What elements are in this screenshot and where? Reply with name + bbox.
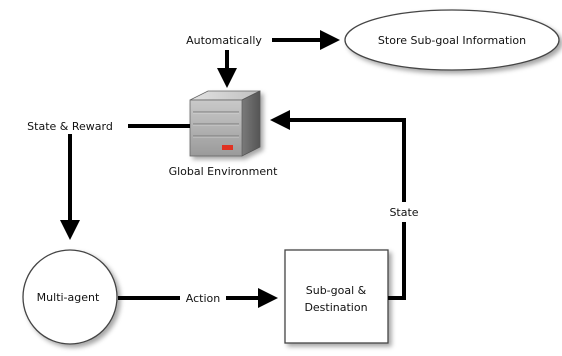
server-icon (189, 90, 261, 157)
store-subgoal-label: Store Sub-goal Information (378, 34, 526, 47)
subgoal-destination-node: Sub-goal & Destination (284, 249, 389, 344)
multi-agent-circle (22, 249, 118, 345)
automatically-label: Automatically (186, 34, 262, 47)
state-label: State (389, 206, 418, 219)
action-label: Action (186, 292, 220, 305)
global-environment-node: Global Environment (169, 90, 279, 178)
multi-agent-node: Multi-agent (22, 249, 118, 345)
subgoal-label-line1: Sub-goal & (306, 284, 367, 297)
server-status-indicator (222, 145, 233, 150)
edge-state-reward (60, 124, 190, 240)
store-subgoal-ellipse (344, 9, 560, 71)
line-state-lower (388, 222, 406, 300)
arrow-state-upper (270, 110, 406, 202)
store-subgoal-node: Store Sub-goal Information (344, 9, 560, 71)
multi-agent-label: Multi-agent (37, 291, 100, 304)
global-environment-label: Global Environment (169, 165, 279, 178)
state-reward-label: State & Reward (27, 120, 113, 133)
edge-state (270, 110, 406, 300)
subgoal-label-line2: Destination (304, 301, 367, 314)
